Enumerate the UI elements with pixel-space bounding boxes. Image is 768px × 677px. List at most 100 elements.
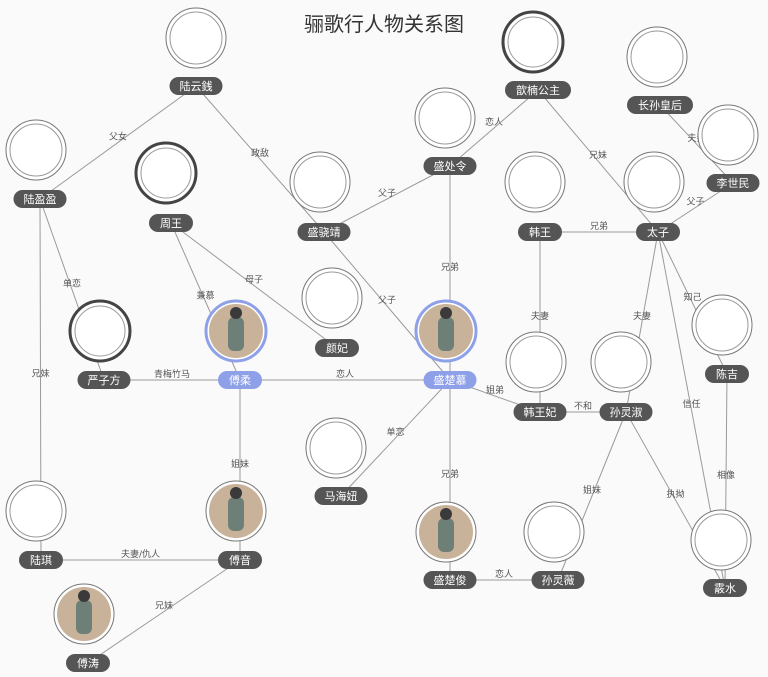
- avatar-inner-ring: [701, 108, 755, 162]
- avatar-inner-ring: [9, 123, 63, 177]
- person-node[interactable]: 韩王: [504, 151, 566, 241]
- relation-label: 母子: [245, 275, 263, 286]
- relation-label: 兄弟: [441, 468, 459, 480]
- person-name: 太子: [647, 226, 669, 239]
- portrait-head: [230, 307, 242, 319]
- person-node[interactable]: 盛骁靖: [289, 151, 351, 241]
- person-name: 李世民: [717, 176, 750, 190]
- person-node[interactable]: 霰水: [690, 509, 752, 597]
- name-pill: [218, 551, 262, 569]
- name-pill: [706, 174, 760, 192]
- person-name: 周王: [160, 217, 182, 230]
- person-node[interactable]: 傅音: [205, 480, 267, 569]
- person-name: 傅涛: [77, 656, 99, 670]
- relation-label: 父女: [109, 131, 127, 143]
- name-pill: [149, 214, 193, 232]
- person-node[interactable]: 傅柔: [204, 299, 268, 389]
- avatar-inner-ring: [627, 155, 681, 209]
- portrait-head: [78, 590, 90, 602]
- diagram-title: 骊歌行人物关系图: [304, 12, 464, 36]
- person-name: 傅柔: [229, 373, 251, 387]
- person-node[interactable]: 严子方: [68, 299, 132, 389]
- name-pill: [423, 371, 477, 389]
- person-node[interactable]: 太子: [623, 151, 685, 241]
- avatar-inner-ring: [140, 147, 192, 199]
- person-name: 马海妞: [325, 489, 358, 503]
- person-name: 陆云銭: [180, 79, 213, 93]
- person-node[interactable]: 孙灵薇: [523, 501, 585, 589]
- person-name: 盛楚慕: [434, 373, 467, 387]
- relation-label: 信任: [682, 398, 700, 410]
- relation-label: 恋人: [495, 568, 513, 580]
- person-node[interactable]: 盛楚慕: [414, 299, 478, 389]
- relation-edge: [340, 379, 451, 497]
- relation-edge: [39, 85, 197, 200]
- person-name: 陈吉: [716, 367, 738, 381]
- person-node[interactable]: 陆盈盈: [5, 119, 67, 208]
- person-name: 颜妃: [326, 341, 348, 355]
- name-pill: [505, 81, 571, 99]
- person-name: 长孙皇后: [638, 98, 682, 112]
- relation-label: 兼慕: [196, 290, 214, 302]
- person-node[interactable]: 陆琪: [5, 480, 67, 569]
- person-node[interactable]: 颜妃: [301, 267, 363, 357]
- relation-label: 兄妹: [589, 149, 607, 161]
- relation-label: 恋人: [336, 368, 354, 380]
- person-node[interactable]: 傅涛: [53, 583, 115, 672]
- avatar-inner-ring: [418, 91, 472, 145]
- relation-edge: [659, 104, 734, 184]
- person-node[interactable]: 周王: [134, 141, 198, 232]
- person-name: 盛处令: [434, 159, 467, 173]
- person-name: 盛楚俊: [434, 573, 467, 587]
- portrait-figure: [228, 497, 244, 531]
- person-node[interactable]: 歆楠公主: [501, 10, 571, 99]
- relation-label: 单恋: [386, 426, 404, 438]
- person-node[interactable]: 韩王妃: [505, 331, 567, 421]
- name-pill: [518, 223, 562, 241]
- person-node[interactable]: 李世民: [697, 104, 760, 192]
- portrait-figure: [438, 317, 454, 351]
- person-name: 歆楠公主: [516, 83, 560, 97]
- person-node[interactable]: 陈吉: [691, 294, 753, 383]
- name-pill: [66, 654, 110, 672]
- relation-edge: [195, 85, 325, 233]
- relation-label: 夫妻: [633, 310, 651, 322]
- person-node[interactable]: 马海妞: [305, 417, 368, 505]
- person-name: 孙灵薇: [542, 574, 575, 587]
- relation-label: 知己: [683, 291, 701, 303]
- relation-label: 执拗: [666, 488, 684, 500]
- portrait-head: [230, 487, 242, 499]
- relation-label: 父子: [378, 188, 396, 199]
- avatar-inner-ring: [527, 505, 581, 559]
- person-node[interactable]: 孙灵淑: [590, 331, 653, 421]
- person-node[interactable]: 长孙皇后: [626, 26, 693, 114]
- avatar-inner-ring: [74, 305, 126, 357]
- avatar-inner-ring: [694, 513, 748, 567]
- name-pill: [513, 403, 567, 421]
- avatar-inner-ring: [305, 271, 359, 325]
- relation-label: 兄妹: [155, 600, 173, 612]
- nodes-layer: 陆云銭 歆楠公主长孙皇后陆盈盈周王 盛处令李世民 盛骁靖韩王 太子颜妃 严子方傅柔 盛楚慕韩…: [5, 7, 760, 672]
- avatar-inner-ring: [508, 155, 562, 209]
- person-name: 韩王妃: [524, 405, 557, 419]
- relation-label: 相像: [717, 469, 735, 481]
- relation-edge: [87, 559, 241, 664]
- person-name: 韩王: [529, 225, 551, 239]
- relation-label: 父子: [378, 295, 396, 306]
- relation-label: 父子: [686, 197, 704, 208]
- person-node[interactable]: 盛楚俊: [415, 501, 477, 589]
- avatar-inner-ring: [293, 155, 347, 209]
- relation-label: 不和: [574, 401, 592, 412]
- person-node[interactable]: 陆云銭: [165, 7, 227, 95]
- name-pill: [599, 403, 653, 421]
- person-name: 陆盈盈: [24, 192, 57, 206]
- avatar-inner-ring: [695, 298, 749, 352]
- portrait-head: [440, 508, 452, 520]
- relation-edge: [537, 89, 659, 233]
- relation-edge: [170, 222, 338, 349]
- relation-label: 单恋: [63, 278, 81, 290]
- portrait-figure: [228, 317, 244, 351]
- person-node[interactable]: 盛处令: [414, 87, 477, 175]
- avatar-inner-ring: [594, 335, 648, 389]
